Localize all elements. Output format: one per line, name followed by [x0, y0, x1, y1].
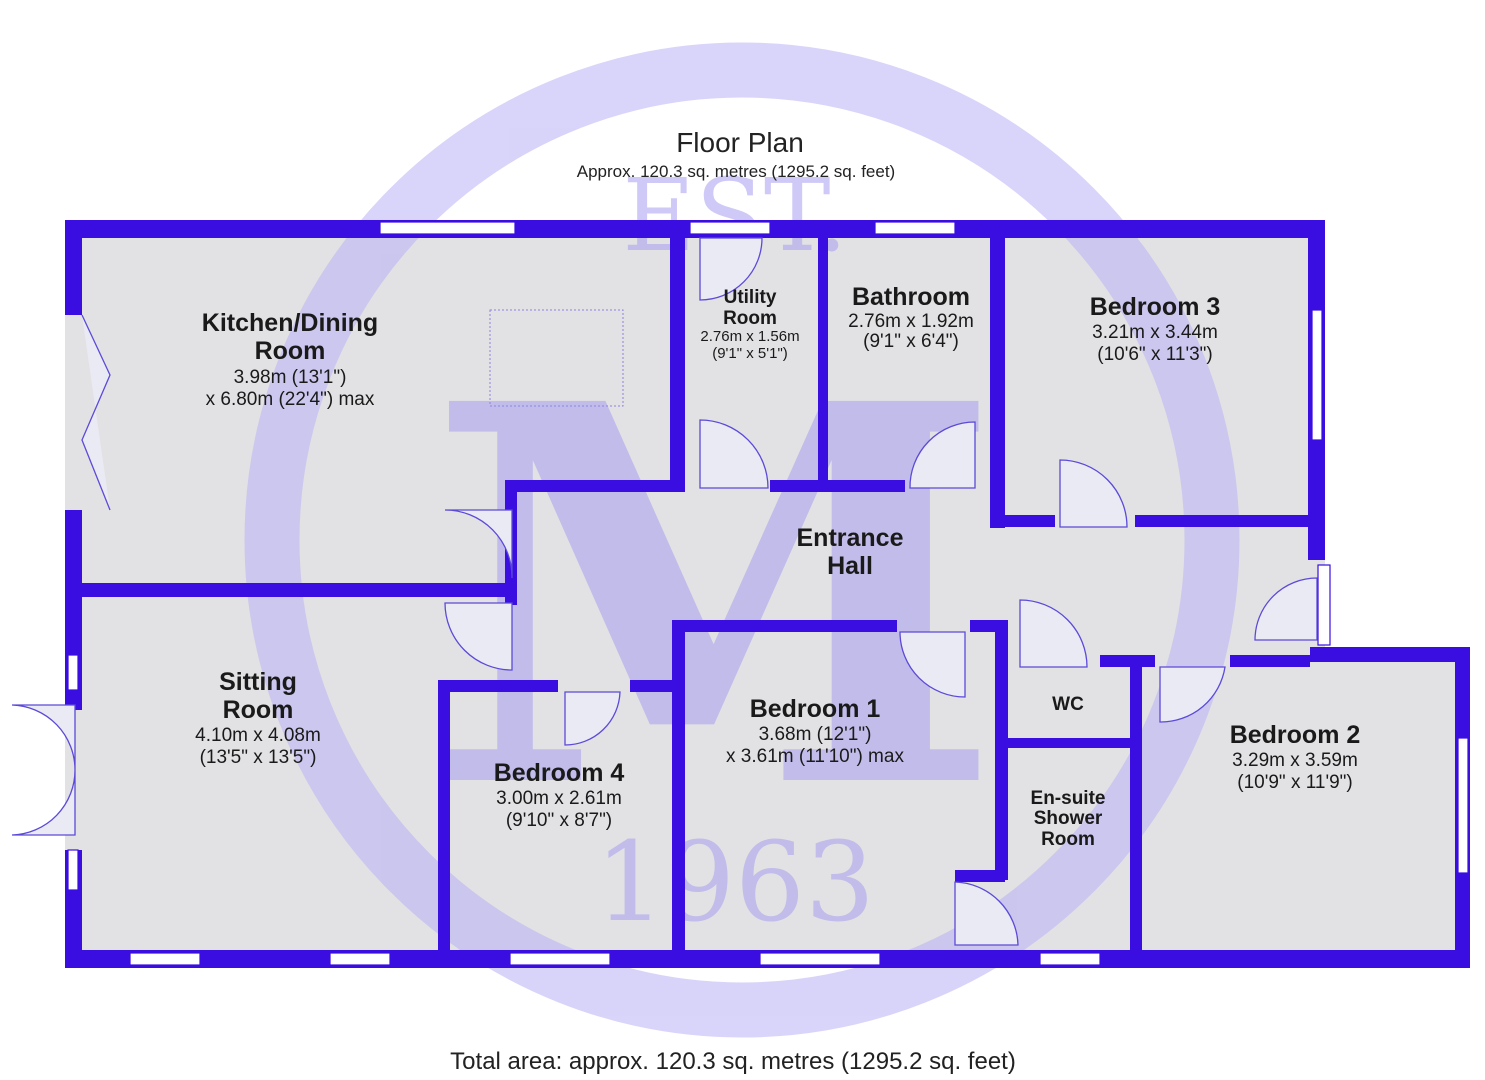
room-dimensions: (9'10" x 8'7") — [506, 810, 612, 831]
watermark-letter: M — [427, 292, 1003, 903]
room-name: Utility — [724, 287, 777, 308]
room-name: WC — [1052, 694, 1084, 715]
room-name: Hall — [827, 552, 873, 580]
room-dimensions: 2.76m x 1.56m — [700, 328, 799, 345]
room-bedroom-3: Bedroom 3 3.21m x 3.44m (10'6" x 11'3") — [1090, 293, 1221, 365]
room-dimensions: x 3.61m (11'10") max — [726, 746, 904, 767]
plan-title: Floor Plan — [676, 127, 804, 158]
room-name: Kitchen/Dining — [202, 309, 378, 337]
room-wc: WC — [1052, 694, 1084, 715]
room-dimensions: 3.29m x 3.59m — [1232, 750, 1358, 771]
room-kitchen-dining: Kitchen/Dining Room 3.98m (13'1") x 6.80… — [202, 309, 378, 410]
room-name: Bedroom 2 — [1230, 721, 1361, 749]
room-name: Room — [255, 337, 326, 365]
room-name: Bedroom 1 — [750, 695, 881, 723]
room-utility: Utility Room 2.76m x 1.56m (9'1" x 5'1") — [700, 287, 799, 362]
room-name: En-suite — [1031, 788, 1106, 809]
room-dimensions: (9'1" x 6'4") — [863, 331, 959, 352]
room-name: Sitting — [219, 668, 297, 696]
skylight-outline — [489, 309, 624, 407]
room-dimensions: (13'5" x 13'5") — [200, 747, 317, 768]
room-name: Entrance — [797, 524, 904, 552]
room-name: Room — [223, 696, 294, 724]
room-dimensions: 4.10m x 4.08m — [195, 725, 321, 746]
room-dimensions: 3.68m (12'1") — [759, 724, 872, 745]
watermark-year: 1963 — [595, 818, 875, 946]
room-name: Bathroom — [852, 283, 970, 311]
room-dimensions: (9'1" x 5'1") — [712, 345, 788, 362]
plan-subtitle: Approx. 120.3 sq. metres (1295.2 sq. fee… — [577, 162, 895, 181]
room-dimensions: 3.98m (13'1") — [234, 367, 347, 388]
total-area: Total area: approx. 120.3 sq. metres (12… — [450, 1048, 1016, 1075]
room-dimensions: (10'9" x 11'9") — [1237, 772, 1352, 793]
room-name: Bedroom 4 — [494, 759, 625, 787]
room-bedroom-2: Bedroom 2 3.29m x 3.59m (10'9" x 11'9") — [1230, 721, 1361, 793]
room-bathroom: Bathroom 2.76m x 1.92m (9'1" x 6'4") — [848, 283, 974, 352]
doors — [11, 237, 1318, 946]
room-name: Room — [723, 308, 777, 329]
room-ensuite: En-suite Shower Room — [1031, 788, 1106, 850]
windows — [67, 221, 1469, 966]
room-dimensions: 3.21m x 3.44m — [1092, 322, 1218, 343]
room-dimensions: 3.00m x 2.61m — [496, 788, 622, 809]
room-dimensions: (10'6" x 11'3") — [1097, 344, 1212, 365]
room-bedroom-1: Bedroom 1 3.68m (12'1") x 3.61m (11'10")… — [726, 695, 904, 767]
room-dimensions: x 6.80m (22'4") max — [206, 389, 375, 410]
room-name: Shower — [1034, 808, 1103, 829]
room-name: Room — [1041, 829, 1095, 850]
room-bedroom-4: Bedroom 4 3.00m x 2.61m (9'10" x 8'7") — [494, 759, 625, 831]
room-dimensions: 2.76m x 1.92m — [848, 311, 974, 332]
room-name: Bedroom 3 — [1090, 293, 1221, 321]
room-sitting: Sitting Room 4.10m x 4.08m (13'5" x 13'5… — [195, 668, 321, 768]
watermark-logo: M EST. 1963 — [244, 42, 1240, 1038]
room-entrance-hall: Entrance Hall — [797, 524, 904, 580]
